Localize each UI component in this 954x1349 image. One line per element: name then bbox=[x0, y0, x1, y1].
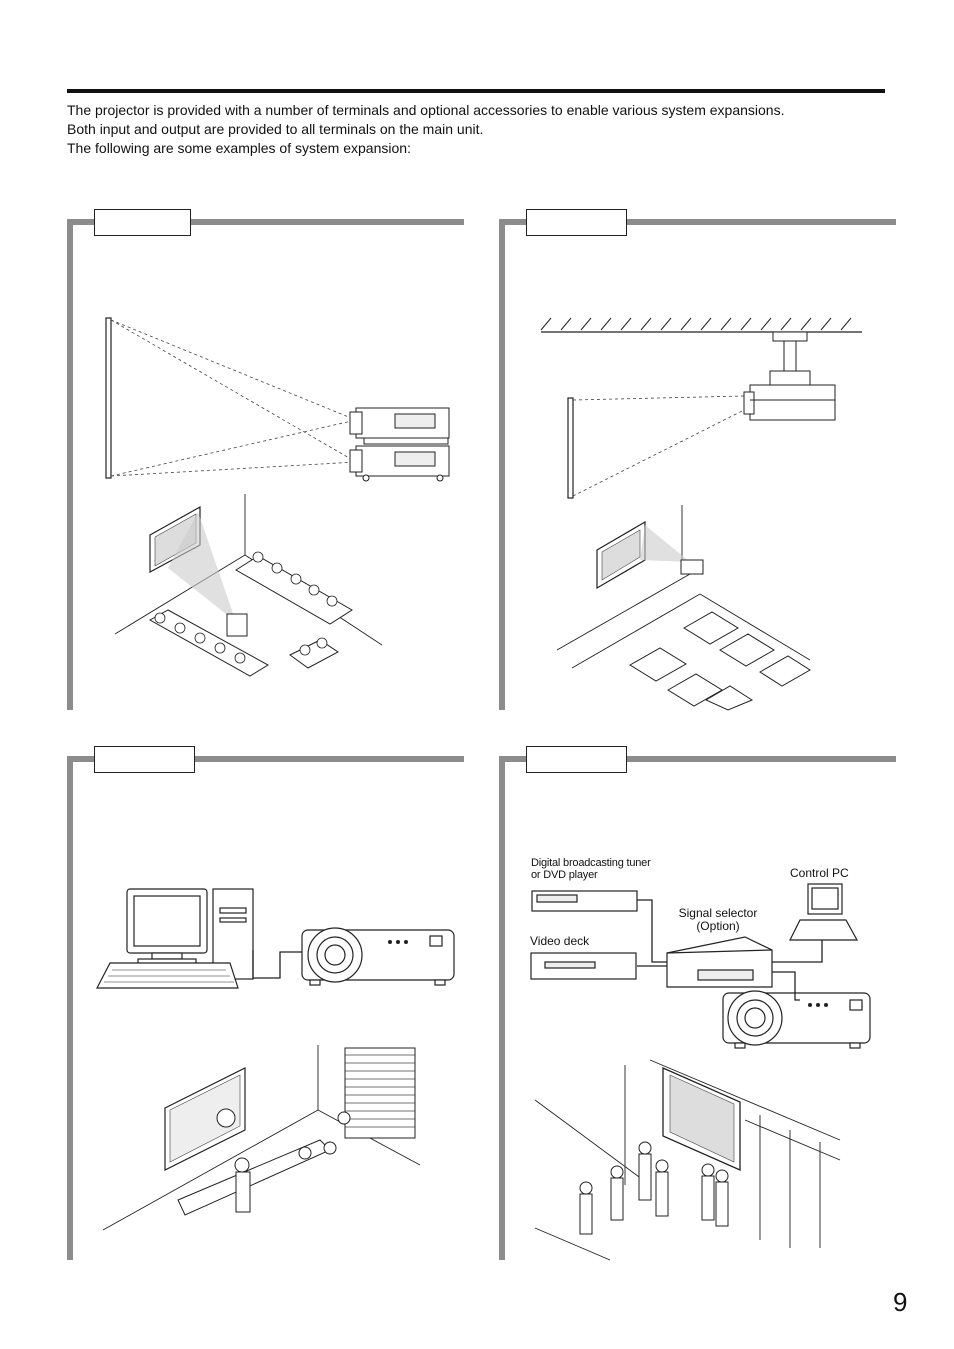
tuner-label-line-2: or DVD player bbox=[531, 869, 598, 881]
panel-tab-3 bbox=[94, 746, 195, 773]
intro-line-2: Both input and output are provided to al… bbox=[67, 121, 484, 137]
panel-tab-2 bbox=[526, 209, 627, 236]
intro-text: The projector is provided with a number … bbox=[67, 101, 907, 158]
signal-selector-option: (Option) bbox=[696, 919, 740, 933]
panel-pc-connection bbox=[67, 756, 464, 1260]
panel-tab-1 bbox=[94, 209, 191, 236]
video-deck-label: Video deck bbox=[530, 934, 590, 948]
signal-selector-label: Signal selector (Option) bbox=[665, 907, 771, 933]
panel-tab-4 bbox=[526, 746, 627, 773]
intro-line-1: The projector is provided with a number … bbox=[67, 102, 785, 118]
tuner-dvd-label: Digital broadcasting tuner or DVD player bbox=[531, 857, 671, 881]
control-pc-label: Control PC bbox=[790, 866, 849, 880]
page-number: 9 bbox=[893, 1287, 908, 1317]
panel-system-expansion bbox=[499, 756, 896, 1260]
panel-ceiling-mount bbox=[499, 219, 896, 710]
intro-line-3: The following are some examples of syste… bbox=[67, 140, 411, 156]
panel-stack-projection bbox=[67, 219, 464, 710]
top-rule bbox=[67, 89, 885, 93]
tuner-label-line-1: Digital broadcasting tuner bbox=[531, 857, 651, 869]
signal-selector-name: Signal selector bbox=[678, 906, 758, 920]
